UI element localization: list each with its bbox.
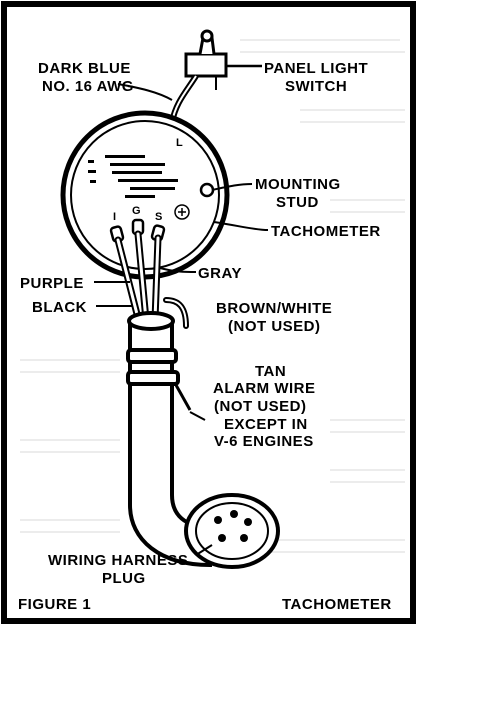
label-mounting-1: MOUNTING xyxy=(255,176,341,193)
label-dark-blue-1: DARK BLUE xyxy=(38,60,131,77)
label-black: BLACK xyxy=(32,299,87,316)
panel-light-switch xyxy=(184,29,262,90)
label-mounting-2: STUD xyxy=(276,194,319,211)
background-pattern xyxy=(20,39,405,553)
label-tan-5: V-6 ENGINES xyxy=(214,433,314,450)
label-dark-blue-2: NO. 16 AWG xyxy=(42,78,134,95)
label-tan-4: EXCEPT IN xyxy=(224,416,308,433)
label-tan-3: (NOT USED) xyxy=(214,398,307,415)
mounting-stud xyxy=(199,182,215,198)
label-brown-white-2: (NOT USED) xyxy=(228,318,321,335)
label-tan-1: TAN xyxy=(255,363,286,380)
label-brown-white-1: BROWN/WHITE xyxy=(216,300,332,317)
label-panel-light-1: PANEL LIGHT xyxy=(264,60,368,77)
figure-name: TACHOMETER xyxy=(282,596,392,613)
terminal-l-label: L xyxy=(176,137,183,149)
label-tan-2: ALARM WIRE xyxy=(213,380,316,397)
harness-tube xyxy=(126,311,212,568)
terminal-i-label: I xyxy=(113,211,116,223)
wiring-harness-plug xyxy=(184,493,280,569)
label-tachometer: TACHOMETER xyxy=(271,223,381,240)
terminal-g-label: G xyxy=(132,205,141,217)
label-harness-plug-2: PLUG xyxy=(102,570,146,587)
dark-blue-leader xyxy=(117,83,173,101)
figure-number: FIGURE 1 xyxy=(18,596,91,613)
wire-bundle xyxy=(114,230,189,329)
leader-lines xyxy=(94,183,269,556)
label-purple: PURPLE xyxy=(20,275,84,292)
terminal-s-label: S xyxy=(155,211,162,223)
label-harness-plug-1: WIRING HARNESS xyxy=(48,552,188,569)
tachometer-body xyxy=(60,110,230,280)
label-gray: GRAY xyxy=(198,265,242,282)
label-panel-light-2: SWITCH xyxy=(285,78,347,95)
